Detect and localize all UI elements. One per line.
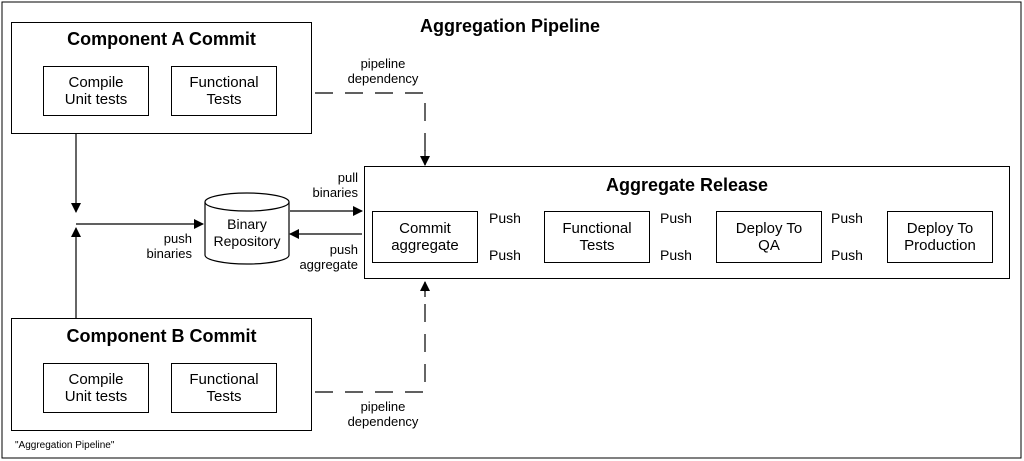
pipeline-dependency-bottom-line [315,282,426,393]
aggregate-release-title: Aggregate Release [605,175,769,195]
component-b-functional-box: Functional Tests [171,363,277,413]
component-a-compile-box: Compile Unit tests [43,66,149,116]
pipeline-dependency-bottom-label: pipeline dependency [347,399,419,429]
pull-binaries-label: pull binaries [312,170,358,200]
push-label: Push [489,247,521,263]
push-label: Push [831,210,863,226]
caption: "Aggregation Pipeline" [15,440,115,451]
push-label: Push [660,247,692,263]
push-binaries-label: push binaries [146,231,192,261]
component-a-functional-box: Functional Tests [171,66,277,116]
stage-commit-aggregate: Commit aggregate [372,211,478,263]
component-a-title: Component A Commit [67,29,256,49]
push-label: Push [489,210,521,226]
pipeline-dependency-top-label: pipeline dependency [347,56,419,86]
diagram-title: Aggregation Pipeline [419,16,601,36]
push-label: Push [660,210,692,226]
component-b-title: Component B Commit [66,326,257,346]
binary-repository-cylinder [204,192,290,265]
push-aggregate-label: push aggregate [299,242,358,272]
push-label: Push [831,247,863,263]
pipeline-dependency-top-line [315,92,426,165]
stage-functional-tests: Functional Tests [544,211,650,263]
stage-deploy-qa: Deploy To QA [716,211,822,263]
binary-repository-label: Binary Repository [213,216,281,249]
stage-deploy-production: Deploy To Production [887,211,993,263]
component-b-compile-box: Compile Unit tests [43,363,149,413]
